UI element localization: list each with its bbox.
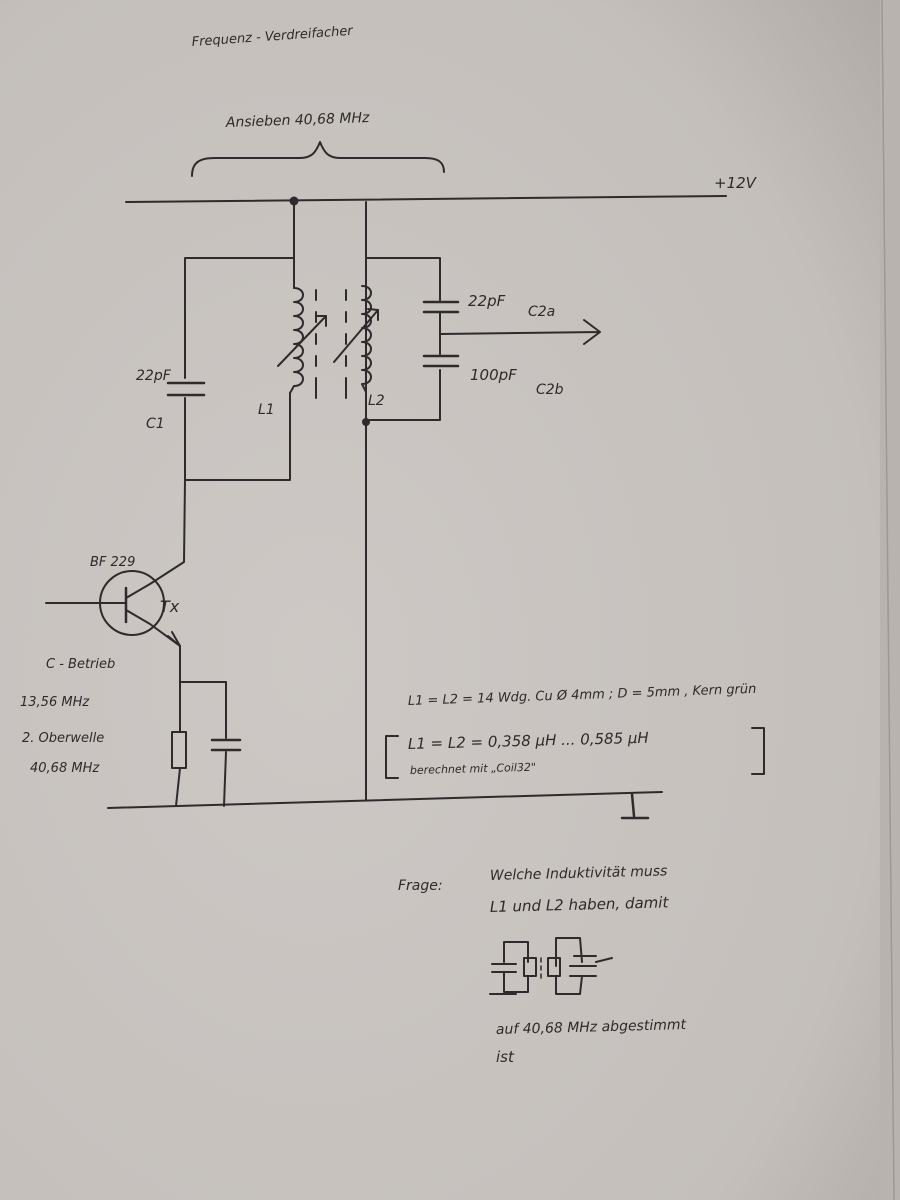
operating-mode: C - Betrieb	[46, 657, 115, 672]
l1-tuning-arrow-head	[315, 315, 327, 327]
l1-tank-wires	[184, 201, 295, 481]
output-arrow	[439, 319, 601, 345]
ferrite-core	[315, 289, 347, 399]
input-info-output: 40,68 MHz	[30, 761, 100, 776]
c2b-name: C2b	[536, 382, 564, 398]
page-edge-shadow	[880, 0, 900, 1200]
c2b-value: 100pF	[470, 366, 517, 384]
l1-coil	[289, 287, 304, 394]
collector-wire	[149, 479, 186, 585]
transistor-type: BF 229	[90, 555, 135, 570]
drive-brace	[191, 141, 445, 177]
question-label: Frage:	[398, 878, 443, 894]
emitter-resistor	[171, 731, 187, 769]
c1-name: C1	[146, 416, 165, 432]
c2a-name: C2a	[528, 304, 555, 320]
supply-rail	[125, 195, 727, 203]
mini-circuit-sketch	[489, 937, 613, 995]
question-line-2: L1 und L2 haben, damit	[490, 893, 670, 916]
l2-tuning-arrow-head	[367, 308, 379, 321]
c2a-value: 22pF	[468, 292, 506, 310]
mini-coil-l1	[523, 957, 537, 977]
input-info-harmonic: 2. Oberwelle	[22, 731, 104, 746]
question-line-1: Welche Induktivität muss	[490, 863, 668, 884]
l2-label: L2	[368, 393, 385, 409]
question-end-line-2: ist	[496, 1048, 515, 1066]
ground-symbol	[620, 792, 650, 820]
l1-label: L1	[258, 402, 275, 418]
l2-junction	[362, 418, 370, 426]
l1-tuning-arrow	[277, 315, 327, 367]
drive-label: Ansieben 40,68 MHz	[225, 110, 371, 131]
l2-tank-wires	[365, 201, 441, 801]
mini-coil-l2	[547, 957, 561, 977]
l2-coil	[361, 285, 372, 393]
transistor-name: Tx	[160, 597, 180, 616]
input-info-frequency: 13,56 MHz	[20, 695, 90, 710]
calc-bracket	[385, 727, 765, 779]
supply-label: +12V	[714, 174, 758, 192]
question-end-line-1: auf 40,68 MHz abgestimmt	[496, 1017, 687, 1038]
emitter-network-wires	[175, 645, 227, 807]
coil-calc-note: berechnet mit „Coil32"	[410, 761, 536, 777]
ground-rail	[107, 791, 663, 809]
l2-tuning-arrow	[333, 309, 379, 363]
page-edge-line	[881, 0, 895, 1200]
c1-value: 22pF	[136, 368, 172, 384]
